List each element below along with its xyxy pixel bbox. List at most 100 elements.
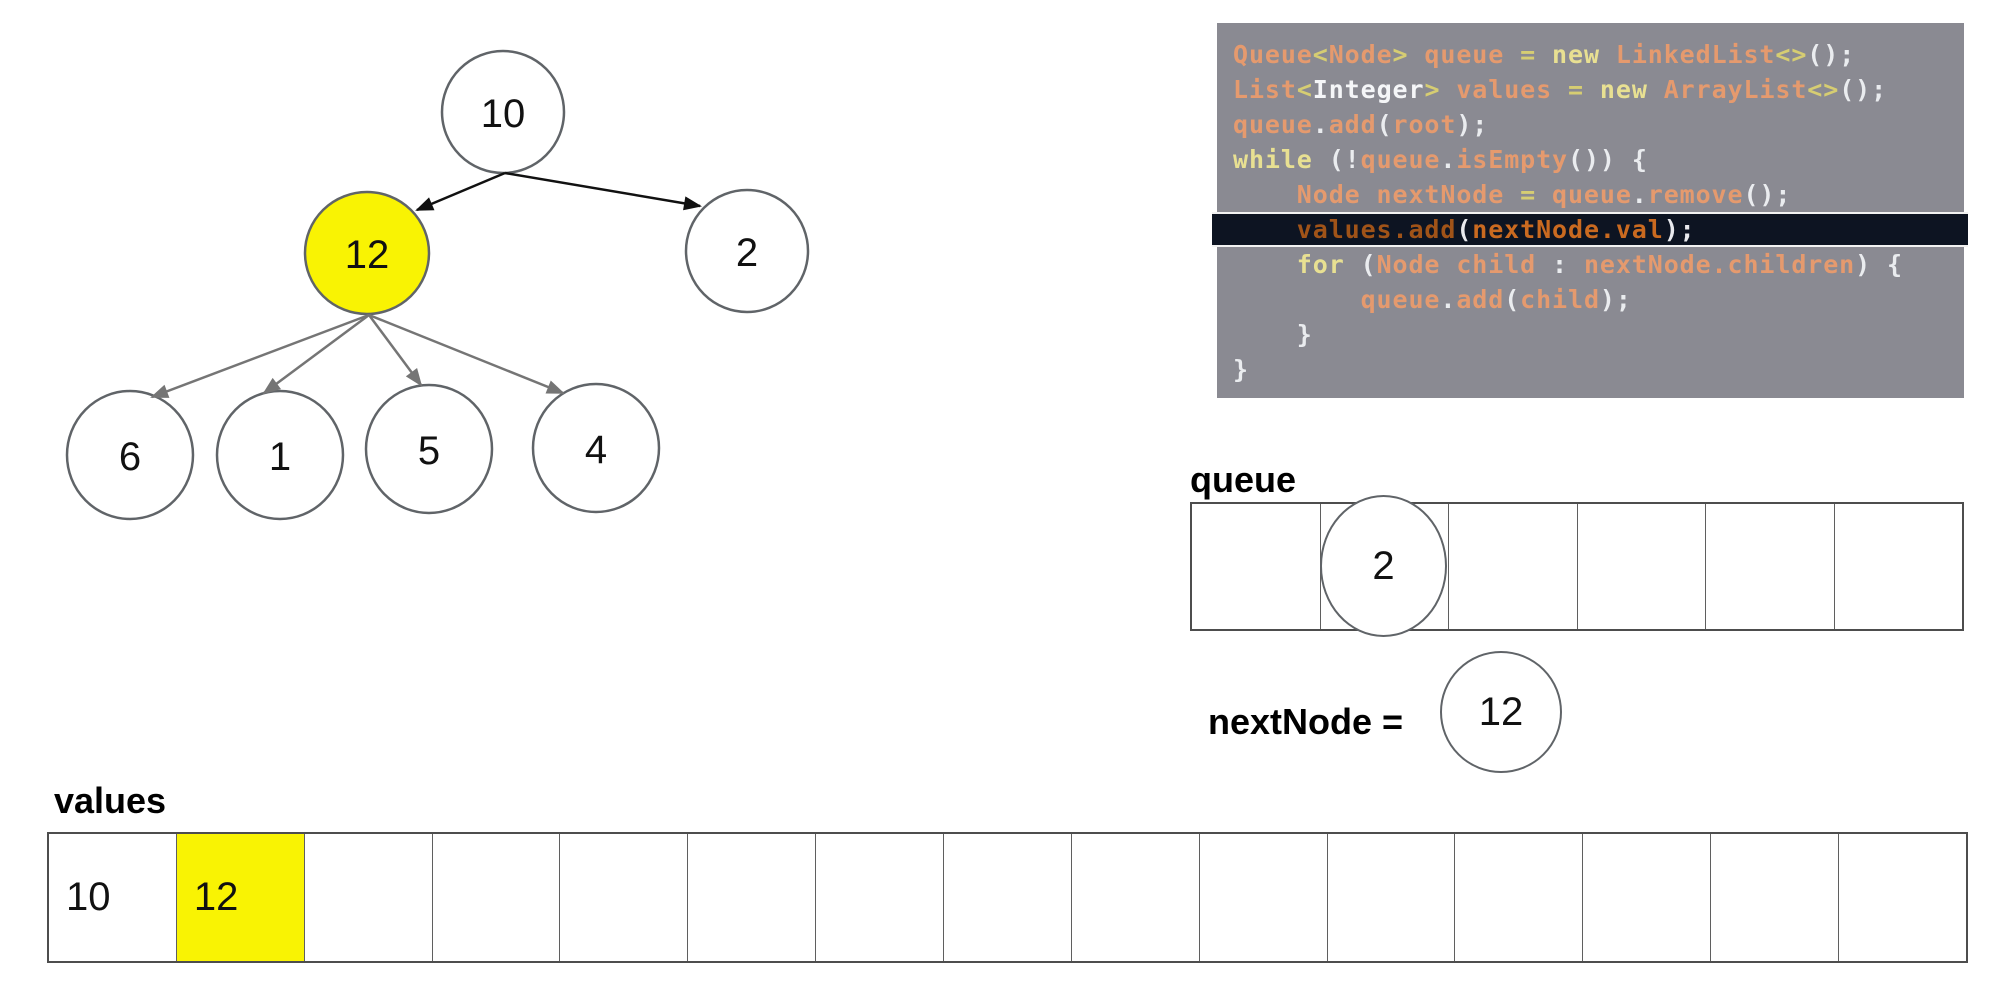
code-token: queue [1233, 285, 1441, 314]
code-token: values [1440, 75, 1569, 104]
tree-node-label: 10 [481, 92, 526, 136]
code-token: root [1392, 110, 1457, 139]
tree-edge-10-12 [415, 171, 506, 212]
tree-node-4 [531, 382, 661, 514]
code-token: List [1233, 75, 1297, 104]
code-token: values [1233, 215, 1393, 244]
code-token: (); [1807, 40, 1856, 69]
code-line: } [1233, 317, 1964, 352]
code-token: queue [1360, 145, 1441, 174]
nextnode-label: nextNode = [1208, 701, 1404, 742]
values-cell-10 [1326, 834, 1455, 961]
code-token: while [1233, 145, 1329, 174]
code-token: <> [1807, 75, 1840, 104]
code-token: < [1296, 75, 1313, 104]
code-token: queue [1233, 110, 1313, 139]
code-token: (); [1743, 180, 1792, 209]
code-token: ( [1376, 110, 1393, 139]
code-token: } [1233, 355, 1249, 384]
code-line: queue.add(root); [1233, 107, 1964, 142]
values-cell-2 [303, 834, 432, 961]
tree-node-label: 1 [269, 435, 291, 479]
tree-edge-12-6 [150, 313, 370, 399]
tree-node-5 [364, 383, 494, 515]
tree-node-label: 6 [119, 435, 141, 479]
queue-cell-1 [1319, 504, 1449, 629]
tree-node-2 [684, 188, 810, 314]
code-token: = [1520, 40, 1537, 69]
code-token: ( [1360, 250, 1377, 279]
queue-node-circle: 2 [1320, 495, 1447, 637]
code-line-highlighted: values.add(nextNode.val); [1212, 212, 1968, 247]
code-token: . [1440, 285, 1457, 314]
values-cell-14 [1838, 834, 1966, 961]
tree-edge-12-4 [368, 313, 565, 395]
code-token: (); [1839, 75, 1888, 104]
code-token: child [1520, 285, 1600, 314]
code-token: . [1392, 215, 1409, 244]
tree-edge-12-5 [367, 314, 423, 387]
code-token: = [1568, 75, 1584, 104]
code-token: Queue [1233, 40, 1313, 69]
code-token: queue [1408, 40, 1521, 69]
code-snippet: Queue<Node> queue = new LinkedList<>(); L… [1212, 23, 1968, 398]
code-line: for (Node child : nextNode.children) { [1233, 247, 1964, 282]
code-token: Integer [1312, 75, 1425, 104]
tree-node-label: 4 [585, 428, 607, 472]
tree-edge-10-2 [504, 171, 702, 211]
code-token: remove [1647, 180, 1744, 209]
queue-cell-0 [1192, 504, 1320, 629]
values-cell-value: 10 [66, 875, 111, 919]
code-token: ); [1599, 285, 1632, 314]
code-token: add [1408, 215, 1457, 244]
nextnode-value: 12 [1478, 689, 1524, 734]
code-token: . [1440, 145, 1457, 174]
values-cell-11 [1454, 834, 1582, 961]
tree-node-label: 2 [736, 231, 758, 275]
code-line: queue.add(child); [1233, 282, 1964, 317]
code-line: } [1233, 352, 1964, 387]
code-token: new [1536, 40, 1616, 69]
queue-row [1190, 502, 1964, 631]
tree-node-label: 12 [345, 233, 390, 277]
code-token: ( [1456, 215, 1473, 244]
nextnode-circle: 12 [1440, 651, 1562, 773]
queue-cell-5 [1833, 504, 1963, 629]
queue-node-value: 2 [1372, 543, 1395, 588]
code-token: < [1312, 40, 1329, 69]
code-token: = [1520, 180, 1537, 209]
code-token: . [1312, 110, 1329, 139]
queue-cell-2 [1448, 504, 1577, 629]
values-label: values [54, 780, 167, 821]
code-token: (! [1328, 145, 1361, 174]
tree-node-12 [303, 190, 431, 316]
code-token: Node child [1376, 250, 1553, 279]
code-token: ); [1456, 110, 1489, 139]
code-token: nextNode.val [1472, 215, 1664, 244]
values-cell-6 [815, 834, 943, 961]
tree-node-6 [65, 389, 195, 521]
code-token: new [1583, 75, 1664, 104]
values-cell-8 [1070, 834, 1199, 961]
values-cell-0: 10 [49, 834, 176, 961]
code-token: for [1233, 250, 1361, 279]
code-token: } [1233, 320, 1313, 349]
code-token: Node nextNode [1233, 180, 1521, 209]
values-cell-9 [1198, 834, 1327, 961]
code-line: while (!queue.isEmpty()) { [1233, 142, 1964, 177]
code-line: Queue<Node> queue = new LinkedList<>(); [1233, 37, 1964, 72]
values-cell-value: 12 [193, 875, 239, 919]
code-token: <> [1775, 40, 1808, 69]
code-token: ); [1663, 215, 1696, 244]
code-token: ) { [1855, 250, 1903, 279]
values-cell-1: 12 [175, 834, 304, 961]
values-row: 10 12 [47, 832, 1968, 963]
values-cell-5 [687, 834, 815, 961]
values-cell-12 [1582, 834, 1710, 961]
code-token: nextNode.children [1568, 250, 1856, 279]
code-token: add [1456, 285, 1505, 314]
code-token: isEmpty [1456, 145, 1569, 174]
code-token: add [1328, 110, 1377, 139]
code-token: queue [1536, 180, 1632, 209]
